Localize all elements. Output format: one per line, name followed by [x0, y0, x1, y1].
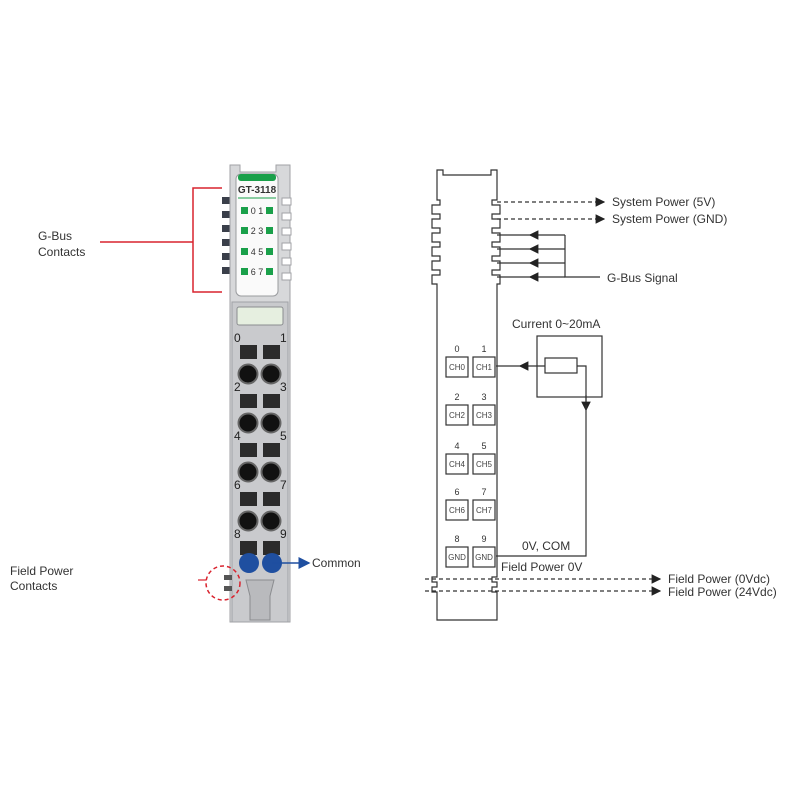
channel-box-label: CH5	[476, 460, 493, 469]
current-label: Current 0~20mA	[512, 317, 600, 331]
terminal-number: 4	[234, 429, 241, 443]
status-bar-green	[238, 174, 276, 181]
channel-number: 7	[481, 487, 486, 497]
channel-number: 8	[454, 534, 459, 544]
field-power-label: Contacts	[10, 579, 57, 593]
system-power-gnd-label: System Power (GND)	[612, 212, 727, 226]
gbus-bracket	[100, 187, 222, 293]
led-indicators: 0 1 2 3 4 5 6 7	[241, 206, 273, 277]
field-power-0vdc-label: Field Power (0Vdc)	[668, 572, 770, 586]
connector-latch[interactable]	[236, 306, 284, 326]
gbus-label: Contacts	[38, 245, 85, 259]
channel-box-label: CH6	[449, 506, 466, 515]
housing-notches	[281, 197, 292, 281]
field-power-label: Field Power	[10, 564, 73, 578]
channel-box-label: CH2	[449, 411, 466, 420]
channel-number: 9	[481, 534, 486, 544]
com-label: 0V, COM	[522, 539, 570, 553]
channel-number: 5	[481, 441, 486, 451]
gbus-label: G-Bus	[38, 229, 72, 243]
channel-box-label: GND	[448, 553, 466, 562]
led-label: 2 3	[251, 226, 264, 236]
channel-box-label: CH1	[476, 363, 493, 372]
terminal-number: 9	[280, 527, 287, 541]
channel-number: 4	[454, 441, 459, 451]
schematic-labels: 0 1 2 3 4 5 6 7 8 9 CH0 CH1 CH2 CH3 CH4 …	[448, 195, 777, 599]
module-illustration: GT-3118 0 1 2 3 4 5 6 7	[10, 164, 361, 623]
channel-number: 6	[454, 487, 459, 497]
led-label: 4 5	[251, 247, 264, 257]
resistor	[544, 357, 578, 374]
channel-box-label: CH0	[449, 363, 466, 372]
terminal-number: 7	[280, 478, 287, 492]
channel-number: 0	[454, 344, 459, 354]
field-power-0v-label: Field Power 0V	[501, 560, 582, 574]
terminal-number: 6	[234, 478, 241, 492]
terminal-holes	[237, 345, 282, 555]
channel-number: 1	[481, 344, 486, 354]
gbus-contacts	[222, 197, 232, 274]
common-label: Common	[312, 556, 361, 570]
terminal-number: 8	[234, 527, 241, 541]
terminal-number: 3	[280, 380, 287, 394]
terminal-number: 1	[280, 331, 287, 345]
channel-box-label: CH7	[476, 506, 493, 515]
channel-box-label: GND	[475, 553, 493, 562]
field-power-highlight	[205, 565, 241, 601]
current-source-box	[536, 335, 603, 398]
terminal-numbers: 0 1 2 3 4 5 6 7 8 9	[234, 331, 287, 541]
system-power-5v-label: System Power (5V)	[612, 195, 715, 209]
terminal-number: 0	[234, 331, 241, 345]
channel-boxes	[445, 356, 496, 568]
gbus-signal-label: G-Bus Signal	[607, 271, 678, 285]
module-model: GT-3118	[238, 185, 277, 196]
field-power-contacts	[224, 575, 232, 591]
terminal-number: 2	[234, 380, 241, 394]
led-label: 6 7	[251, 267, 264, 277]
terminal-number: 5	[280, 429, 287, 443]
channel-box-label: CH3	[476, 411, 493, 420]
wiring-schematic	[425, 169, 662, 621]
channel-number: 2	[454, 392, 459, 402]
channel-number: 3	[481, 392, 486, 402]
field-power-24vdc-label: Field Power (24Vdc)	[668, 585, 777, 599]
led-label: 0 1	[251, 206, 264, 216]
channel-box-label: CH4	[449, 460, 466, 469]
release-lever[interactable]	[245, 579, 275, 621]
